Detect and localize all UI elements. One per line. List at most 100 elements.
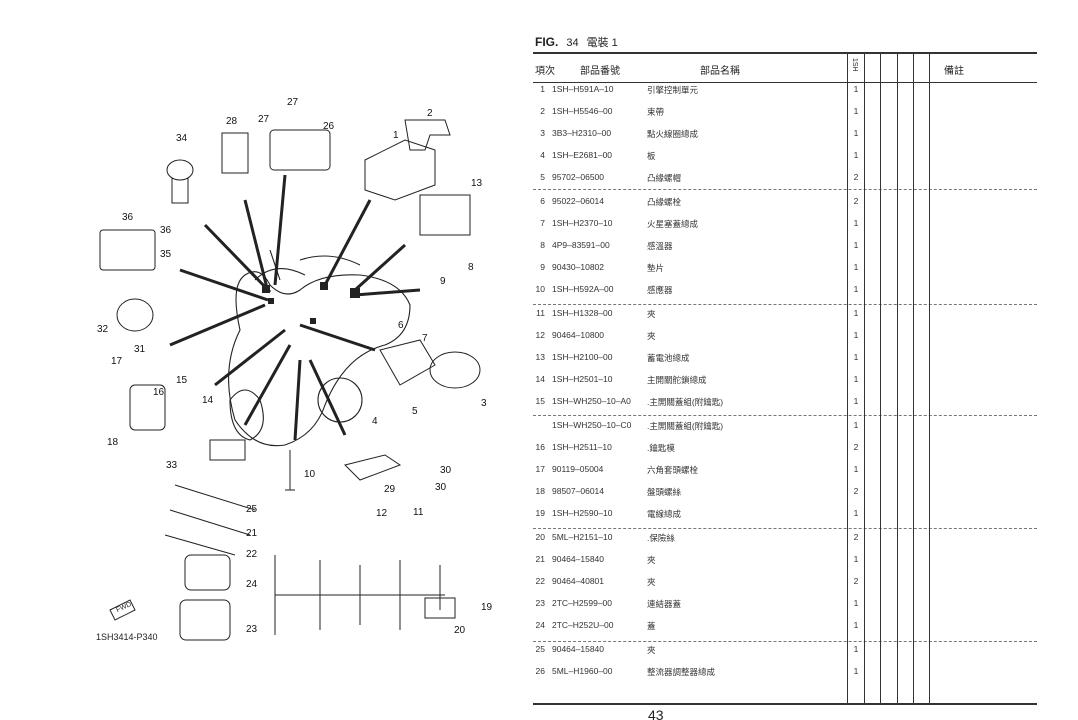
- quantity: 1: [853, 218, 859, 228]
- callout: 7: [422, 333, 428, 344]
- callout: 32: [97, 324, 109, 335]
- callout: 10: [304, 469, 316, 480]
- group-divider: [533, 415, 1037, 416]
- part-name: 感應器: [647, 285, 673, 295]
- scooter-outline: [228, 249, 411, 447]
- header-item: 項次: [535, 66, 555, 77]
- part-name: 盤頭螺絲: [647, 487, 682, 497]
- callout: 1: [393, 130, 399, 141]
- quantity: 2: [853, 442, 859, 452]
- group-divider: [533, 528, 1037, 529]
- item-number: 17: [535, 464, 545, 474]
- quantity: 1: [853, 508, 859, 518]
- fig-label: FIG.: [535, 35, 559, 49]
- part-number: 1SH–H2501–10: [552, 374, 613, 384]
- callout: 4: [372, 416, 378, 427]
- part-number: 1SH–H591A–10: [552, 84, 614, 94]
- part-name: 夾: [647, 309, 656, 319]
- callout: 13: [471, 178, 483, 189]
- col-divider: [897, 52, 898, 703]
- part-number: 1SH–H2511–10: [552, 442, 612, 452]
- item-number: 12: [535, 330, 545, 340]
- callout: 29: [384, 484, 396, 495]
- item-number: 10: [535, 284, 545, 294]
- leader-lines: [169, 174, 421, 441]
- part-name: .主開關蓋組(附鑰匙): [647, 421, 724, 431]
- diagram-drawing: [99, 119, 481, 641]
- part-name: 感溫器: [647, 241, 673, 251]
- fwd-arrow: [109, 599, 136, 621]
- item-number: 23: [535, 598, 545, 608]
- part-name: 夾: [647, 555, 656, 565]
- part-name: 板: [647, 151, 656, 161]
- item-number: 2: [540, 106, 545, 116]
- part-name: 點火線圈總成: [647, 129, 699, 139]
- quantity: 2: [853, 532, 859, 542]
- part-name: 凸緣螺栓: [647, 197, 682, 207]
- item-number: 9: [540, 262, 545, 272]
- part-name: .主開關蓋組(附鑰匙): [647, 397, 724, 407]
- callout: 33: [166, 460, 178, 471]
- callout: 6: [398, 320, 404, 331]
- callout: 24: [246, 579, 258, 590]
- part-number: 2TC–H2599–00: [552, 598, 613, 608]
- quantity: 1: [853, 308, 859, 318]
- header-remarks: 備註: [944, 66, 964, 77]
- callout: 17: [111, 356, 123, 367]
- item-number: 7: [540, 218, 545, 228]
- part-name: 束帶: [647, 107, 665, 117]
- part-name: 連結器蓋: [647, 599, 682, 609]
- quantity: 1: [853, 666, 859, 676]
- quantity: 1: [853, 106, 859, 116]
- callout: 14: [202, 395, 214, 406]
- item-number: 15: [535, 396, 545, 406]
- group-divider: [533, 304, 1037, 305]
- part-number: 90464–40801: [552, 576, 605, 586]
- callout: 2: [427, 108, 433, 119]
- part-name: 凸緣螺帽: [647, 173, 682, 183]
- col-divider: [913, 52, 914, 703]
- part-name: 墊片: [647, 263, 665, 273]
- item-number: 5: [540, 172, 545, 182]
- part-name: 蓄電池總成: [647, 353, 690, 363]
- callout: 20: [454, 625, 466, 636]
- callout: 30: [440, 465, 452, 476]
- part-number: 3B3–H2310–00: [552, 128, 612, 138]
- part-name: 六角套頭螺栓: [647, 465, 699, 475]
- header-model: 1SH: [851, 58, 858, 72]
- callout: 31: [134, 344, 146, 355]
- item-number: 8: [540, 240, 545, 250]
- item-number: 22: [535, 576, 545, 586]
- quantity: 1: [853, 128, 859, 138]
- callout: 16: [153, 387, 165, 398]
- quantity: 2: [853, 576, 859, 586]
- part-number: 90464–15840: [552, 554, 605, 564]
- part-name: .鑰匙模: [647, 443, 675, 453]
- callout: 36: [160, 225, 172, 236]
- item-number: 1: [540, 84, 545, 94]
- callout: 19: [481, 602, 493, 613]
- item-number: 25: [535, 644, 545, 654]
- callout: 3: [481, 398, 487, 409]
- callout: 26: [323, 121, 335, 132]
- callout: 28: [226, 116, 238, 127]
- callout: 35: [160, 249, 172, 260]
- item-number: 11: [536, 308, 545, 318]
- quantity: 1: [853, 84, 859, 94]
- quantity: 1: [853, 464, 859, 474]
- fig-name: 電裝 1: [586, 37, 618, 49]
- quantity: 2: [853, 486, 859, 496]
- item-number: 20: [535, 532, 545, 542]
- group-divider: [533, 641, 1037, 642]
- callout: 36: [122, 212, 134, 223]
